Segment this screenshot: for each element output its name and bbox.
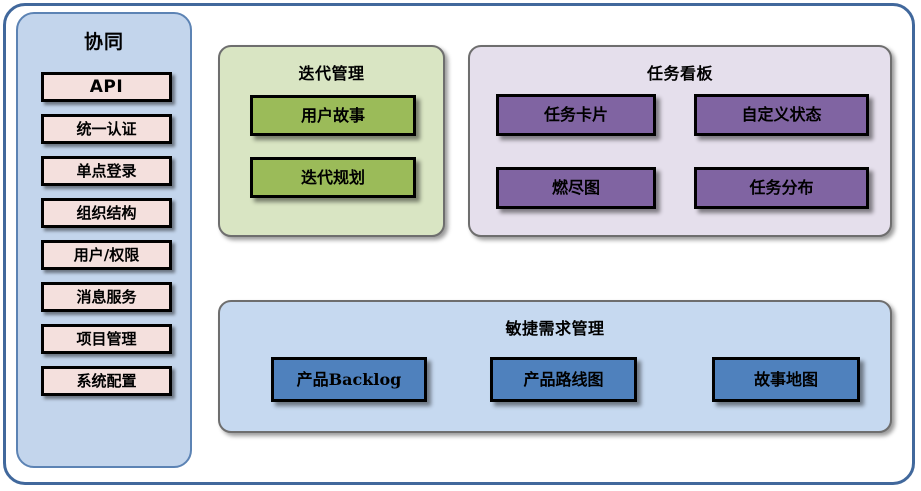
sidebar-item-label: 用户/权限 <box>73 245 140 264</box>
sidebar-item-label: 系统配置 <box>76 371 137 390</box>
node-product-roadmap[interactable]: 产品路线图 <box>490 357 637 402</box>
panel-iteration-management: 迭代管理 用户故事 迭代规划 <box>218 45 445 237</box>
sidebar-title: 协同 <box>83 31 124 53</box>
node-label: 迭代规划 <box>300 167 365 187</box>
sidebar-item-label: 统一认证 <box>76 119 137 138</box>
node-task-card[interactable]: 任务卡片 <box>496 94 656 136</box>
node-label: 产品路线图 <box>523 369 604 389</box>
node-label: 任务卡片 <box>543 105 608 124</box>
sidebar-item-message-service[interactable]: 消息服务 <box>41 282 172 312</box>
node-label: 自定义状态 <box>741 105 822 124</box>
sidebar-item-system-config[interactable]: 系统配置 <box>41 366 172 396</box>
panel-title: 敏捷需求管理 <box>505 319 605 338</box>
node-user-story[interactable]: 用户故事 <box>250 95 416 136</box>
node-iteration-planning[interactable]: 迭代规划 <box>250 157 416 198</box>
panel-title: 迭代管理 <box>298 64 365 83</box>
node-product-backlog[interactable]: 产品Backlog <box>271 357 427 402</box>
sidebar-item-single-sign-on[interactable]: 单点登录 <box>41 156 172 186</box>
panel-task-board: 任务看板 任务卡片 自定义状态 燃尽图 任务分布 <box>468 45 892 237</box>
node-label: 用户故事 <box>300 105 365 125</box>
sidebar-collaboration-panel: 协同 API 统一认证 单点登录 组织结构 用户/权限 消息服务 项目管理 <box>16 12 192 468</box>
node-label: 故事地图 <box>753 369 818 389</box>
node-label: 产品Backlog <box>296 369 402 389</box>
panel-agile-requirement-management: 敏捷需求管理 产品Backlog 产品路线图 故事地图 <box>218 300 892 433</box>
diagram-outer-frame <box>3 3 915 485</box>
sidebar-item-list: API 统一认证 单点登录 组织结构 用户/权限 消息服务 项目管理 系统配置 <box>41 72 172 408</box>
node-label: 燃尽图 <box>551 178 600 197</box>
sidebar-item-label: 项目管理 <box>76 329 137 348</box>
node-custom-status[interactable]: 自定义状态 <box>694 94 869 136</box>
panel-title: 任务看板 <box>646 64 713 83</box>
node-story-map[interactable]: 故事地图 <box>712 357 860 402</box>
sidebar-item-label: 组织结构 <box>76 203 137 222</box>
sidebar-item-user-permission[interactable]: 用户/权限 <box>41 240 172 270</box>
node-label: 任务分布 <box>749 178 814 197</box>
sidebar-item-label: API <box>89 76 124 97</box>
sidebar-item-label: 消息服务 <box>76 287 137 306</box>
sidebar-item-api[interactable]: API <box>41 72 172 102</box>
sidebar-item-unified-auth[interactable]: 统一认证 <box>41 114 172 144</box>
sidebar-item-project-management[interactable]: 项目管理 <box>41 324 172 354</box>
sidebar-item-label: 单点登录 <box>76 161 137 180</box>
sidebar-item-org-structure[interactable]: 组织结构 <box>41 198 172 228</box>
node-burndown-chart[interactable]: 燃尽图 <box>496 167 656 209</box>
node-task-distribution[interactable]: 任务分布 <box>694 167 869 209</box>
